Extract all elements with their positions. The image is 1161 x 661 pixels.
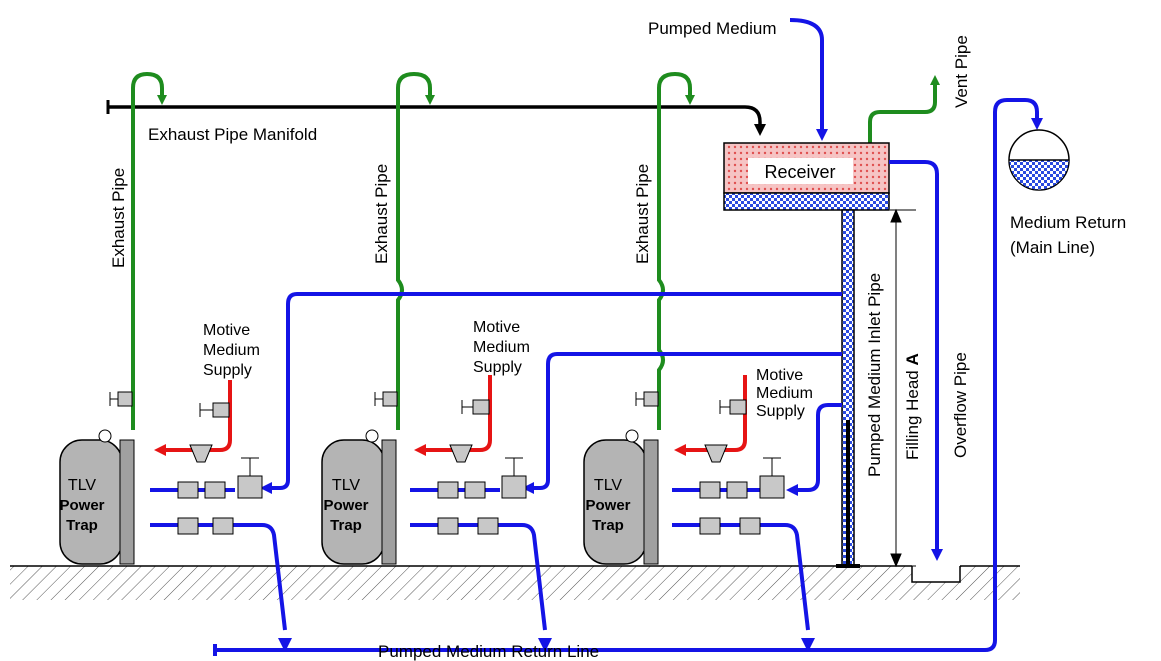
motive-supply-2-line-2: Medium	[473, 339, 530, 356]
filling-head-dimension	[880, 208, 916, 568]
inlet-pipe-label: Pumped Medium Inlet Pipe	[865, 273, 884, 477]
svg-text:Filling Head A: Filling Head A	[903, 353, 922, 460]
filling-head-label: Filling Head A	[903, 353, 922, 460]
medium-return-label-1: Medium Return	[1010, 213, 1126, 232]
filling-head-symbol: A	[903, 353, 922, 365]
overflow-pipe-label: Overflow Pipe	[951, 352, 970, 458]
trap-3-label-2: Trap	[592, 517, 624, 534]
motive-supply-3-line-3: Supply	[756, 403, 805, 420]
exhaust-manifold-label: Exhaust Pipe Manifold	[148, 125, 317, 144]
motive-supply-2-line-3: Supply	[473, 359, 522, 376]
medium-return-tank	[1008, 129, 1070, 191]
trap-2-brand: TLV	[332, 477, 360, 494]
exhaust-pipes	[131, 71, 940, 430]
receiver-label: Receiver	[764, 162, 835, 182]
inlet-pipe	[836, 209, 860, 568]
return-line-label: Pumped Medium Return Line	[378, 642, 599, 661]
power-trap-2: TLV Power Trap	[321, 429, 397, 565]
trap-2-label-2: Trap	[330, 517, 362, 534]
exhaust-pipe-label-1: Exhaust Pipe	[109, 168, 128, 268]
motive-supply-2-line-1: Motive	[473, 319, 520, 336]
motive-supply-1-line-2: Medium	[203, 342, 260, 359]
valves	[109, 391, 785, 535]
exhaust-pipe-label-2: Exhaust Pipe	[372, 164, 391, 264]
medium-return-label-2: (Main Line)	[1010, 238, 1095, 257]
trap-2-label-1: Power	[323, 497, 368, 514]
filling-head-text: Filling Head	[903, 370, 922, 460]
receiver-tank: Receiver	[723, 142, 890, 211]
exhaust-pipe-label-3: Exhaust Pipe	[633, 164, 652, 264]
power-trap-3: TLV Power Trap	[583, 429, 659, 565]
motive-supply-3-line-1: Motive	[756, 367, 803, 384]
motive-supply-pipes	[154, 375, 747, 456]
trap-1-label-2: Trap	[66, 517, 98, 534]
motive-supply-1-line-1: Motive	[203, 322, 250, 339]
trap-3-label-1: Power	[585, 497, 630, 514]
exhaust-manifold-pipe	[106, 100, 766, 136]
ground	[10, 565, 1020, 600]
motive-supply-1-line-3: Supply	[203, 362, 252, 379]
motive-supply-3-line-2: Medium	[756, 385, 813, 402]
vent-pipe-label: Vent Pipe	[952, 35, 971, 108]
trap-1-label-1: Power	[59, 497, 104, 514]
blue-pipes	[150, 18, 1037, 656]
return-arrowheads	[278, 638, 815, 652]
pumped-medium-label: Pumped Medium	[648, 19, 777, 38]
trap-1-brand: TLV	[68, 477, 96, 494]
trap-3-brand: TLV	[594, 477, 622, 494]
power-trap-1: TLV Power Trap	[59, 429, 135, 565]
